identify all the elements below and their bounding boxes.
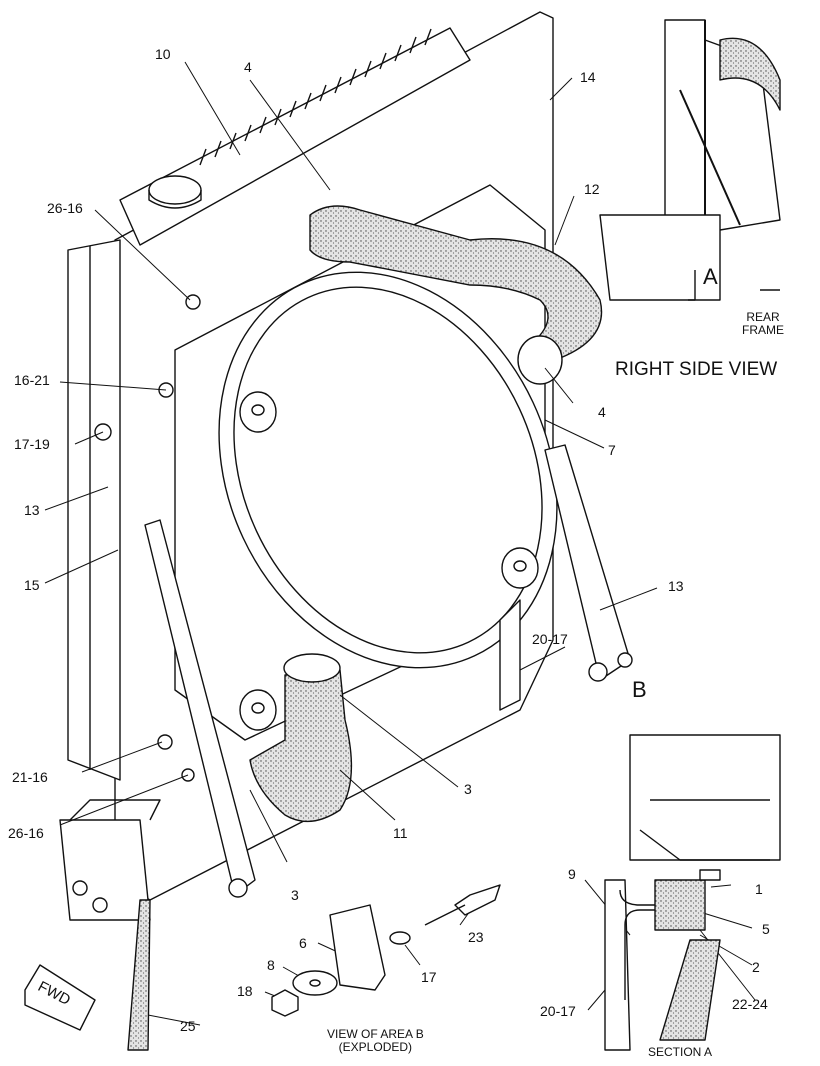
upper-radiator-hose [309, 205, 603, 361]
radiator-cap [148, 175, 202, 205]
area-b-exploded-inset [271, 884, 501, 1017]
callout-4-top: 4 [244, 59, 252, 75]
callout-20-17-bottom: 20-17 [540, 1003, 576, 1019]
grille-fins [199, 28, 432, 166]
rear-frame-line-1: REAR [746, 310, 780, 324]
view-area-b-line-1: VIEW OF AREA B [327, 1027, 424, 1041]
right-side-view-inset [599, 19, 781, 301]
drain-hose [127, 899, 151, 1051]
callout-5: 5 [762, 921, 770, 937]
view-letter-a: A [703, 264, 718, 289]
callout-9: 9 [568, 866, 576, 882]
callout-10: 10 [155, 46, 171, 62]
callout-3-low: 3 [291, 887, 299, 903]
callout-16-21: 16-21 [14, 372, 50, 388]
callout-23: 23 [468, 929, 484, 945]
callout-26-16-bottom: 26-16 [8, 825, 44, 841]
left-upright-frame [67, 239, 121, 781]
rear-frame-caption: REAR FRAME [742, 311, 784, 336]
callout-7: 7 [608, 442, 616, 458]
callout-2: 2 [752, 959, 760, 975]
callout-13-left: 13 [24, 502, 40, 518]
callout-21-16: 21-16 [12, 769, 48, 785]
rear-frame-line-2: FRAME [742, 322, 784, 337]
callout-17-19: 17-19 [14, 436, 50, 452]
shroud-ring [218, 271, 558, 669]
callout-17: 17 [421, 969, 437, 985]
callout-8: 8 [267, 957, 275, 973]
radiator-top-tank [119, 27, 471, 246]
callout-11: 11 [393, 825, 408, 841]
view-letter-b: B [632, 677, 647, 702]
lower-radiator-hose [249, 669, 353, 823]
right-side-view-caption: RIGHT SIDE VIEW [615, 359, 778, 380]
callout-14: 14 [580, 69, 596, 85]
callout-13-right: 13 [668, 578, 684, 594]
callout-25: 25 [180, 1018, 196, 1034]
view-area-b-line-2: (EXPLODED) [338, 1039, 413, 1054]
view-area-b-caption: VIEW OF AREA B (EXPLODED) [327, 1028, 424, 1053]
callout-12: 12 [584, 181, 600, 197]
callout-1: 1 [755, 881, 763, 897]
callout-4-right: 4 [598, 404, 606, 420]
callout-18: 18 [237, 983, 253, 999]
left-support-strut [144, 519, 256, 896]
callout-26-16-top: 26-16 [47, 200, 83, 216]
callout-6: 6 [299, 935, 307, 951]
callout-15: 15 [24, 577, 40, 593]
callout-22-24: 22-24 [732, 996, 768, 1012]
callout-20-17-mid: 20-17 [532, 631, 568, 647]
section-a-inset [604, 734, 781, 1051]
fwd-arrow [24, 964, 96, 1031]
section-a-caption: SECTION A [648, 1045, 713, 1059]
callout-3-mid: 3 [464, 781, 472, 797]
